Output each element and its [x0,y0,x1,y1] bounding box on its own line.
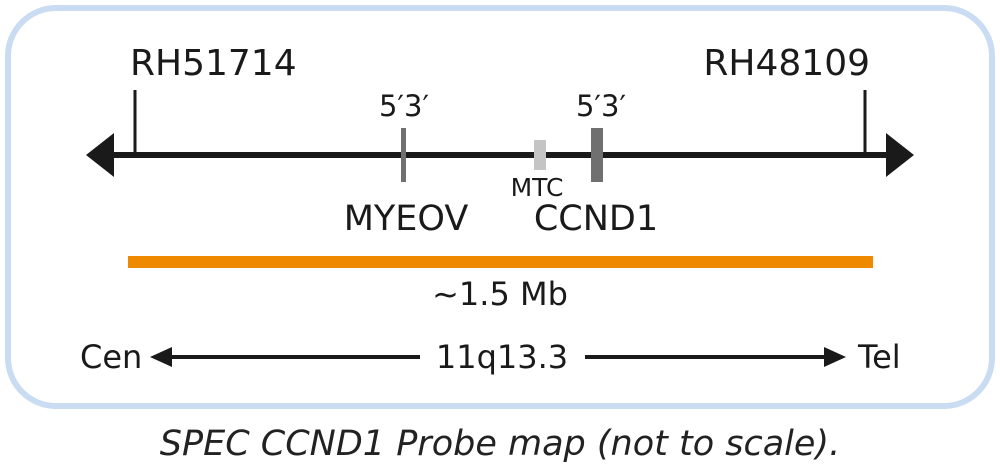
right-marker-label: RH48109 [703,43,870,84]
myeov-orientation-label: 5′3′ [379,89,429,123]
centromere-label: Cen [80,338,142,376]
ccnd1-gene-label: CCND1 [534,199,658,239]
myeov-probe [401,128,406,182]
figure-caption: SPEC CCND1 Probe map (not to scale). [160,424,840,464]
diagram-frame [5,5,995,409]
band-label: 11q13.3 [436,338,568,376]
left-marker-label: RH51714 [130,43,297,84]
probe-coverage-bar [128,256,873,268]
coverage-size-label: ~1.5 Mb [432,275,568,313]
centromere-direction-arrowhead-icon [150,347,172,367]
left-arrowhead-icon [86,133,114,177]
mtc-probe [534,140,546,170]
ccnd1-probe [591,128,603,182]
mtc-gene-label: MTC [511,173,564,202]
right-arrowhead-icon [886,133,914,177]
telomere-direction-arrowhead-icon [824,347,846,367]
myeov-gene-label: MYEOV [344,199,469,239]
telomere-label: Tel [857,338,901,376]
ccnd1-orientation-label: 5′3′ [576,89,626,123]
